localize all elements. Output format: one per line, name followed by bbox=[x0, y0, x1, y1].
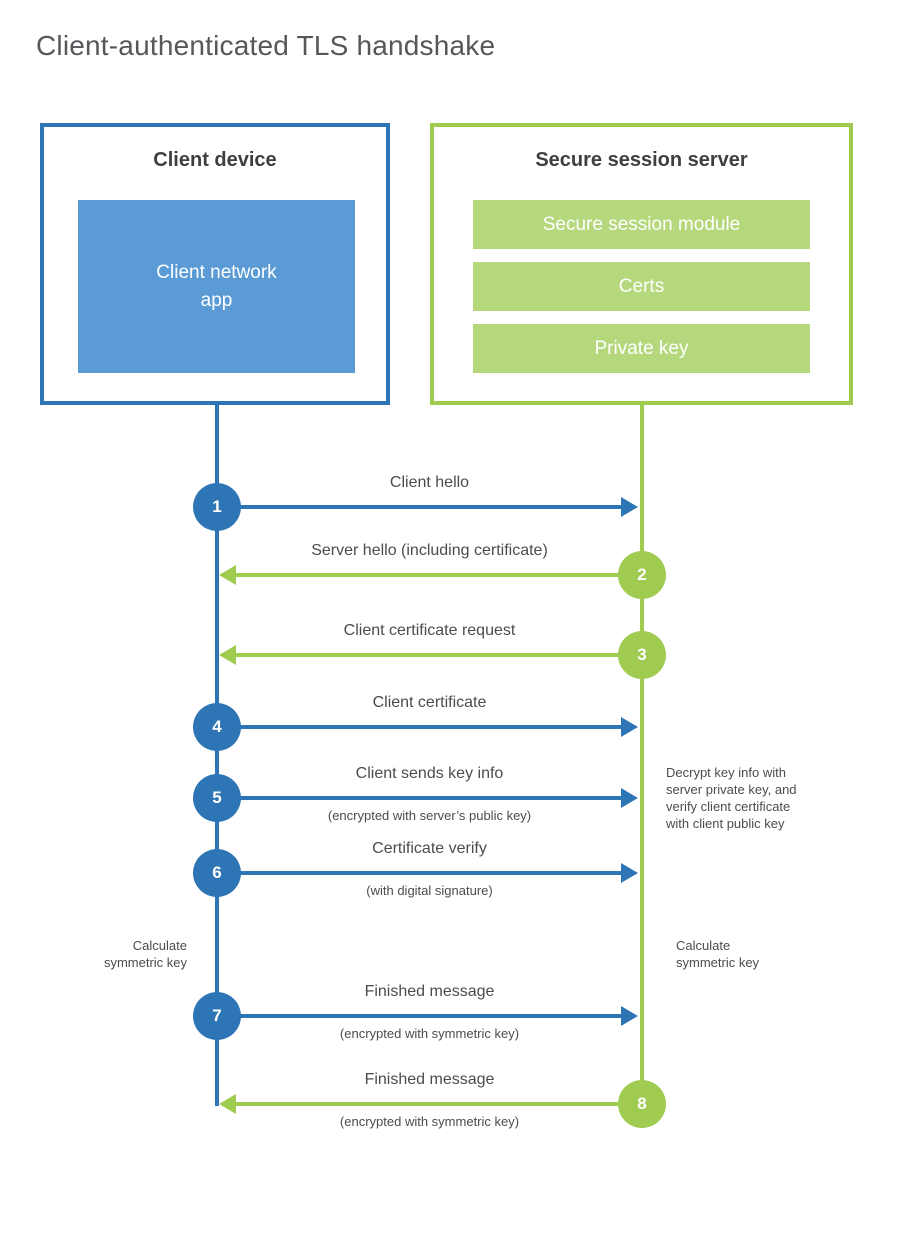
arrowhead-right-icon bbox=[621, 497, 638, 517]
arrowhead-right-icon bbox=[621, 788, 638, 808]
step-label: Client certificate bbox=[372, 694, 487, 711]
note-calculate-symmetric-key-client: Calculate symmetric key bbox=[103, 938, 187, 970]
step-number-badge: 5 bbox=[193, 774, 241, 822]
arrow-server-to-client bbox=[233, 653, 640, 657]
note-decrypt-key-info: Decrypt key info with server private key… bbox=[666, 765, 797, 831]
step-sublabel: (encrypted with symmetric key) bbox=[339, 1026, 520, 1041]
step-label: Client hello bbox=[389, 474, 470, 491]
client-network-app-box: Client network app bbox=[78, 200, 355, 373]
step-sublabel: (encrypted with server’s public key) bbox=[327, 808, 532, 823]
server-module-private-key: Private key bbox=[473, 324, 810, 373]
note-calculate-symmetric-key-server: Calculate symmetric key bbox=[676, 938, 760, 970]
step-number-badge: 3 bbox=[618, 631, 666, 679]
arrow-client-to-server bbox=[217, 1014, 624, 1018]
step-label: Finished message bbox=[364, 983, 495, 1000]
step-sublabel: (encrypted with symmetric key) bbox=[339, 1114, 520, 1129]
arrow-server-to-client bbox=[233, 573, 640, 577]
client-device-box: Client device Client network app bbox=[40, 123, 390, 405]
step-label: Certificate verify bbox=[372, 840, 487, 857]
client-lifeline bbox=[215, 405, 219, 1106]
arrow-client-to-server bbox=[217, 725, 624, 729]
arrow-client-to-server bbox=[217, 796, 624, 800]
step-label: Server hello (including certificate) bbox=[311, 542, 548, 559]
arrowhead-left-icon bbox=[219, 645, 236, 665]
step-number-badge: 6 bbox=[193, 849, 241, 897]
arrowhead-left-icon bbox=[219, 1094, 236, 1114]
page-title: Client-authenticated TLS handshake bbox=[36, 30, 496, 61]
secure-session-server-box: Secure session server Secure session mod… bbox=[430, 123, 853, 405]
step-number-badge: 1 bbox=[193, 483, 241, 531]
secure-session-server-title: Secure session server bbox=[535, 149, 748, 171]
step-label: Client certificate request bbox=[343, 622, 516, 639]
client-device-title: Client device bbox=[153, 149, 277, 171]
arrowhead-right-icon bbox=[621, 863, 638, 883]
step-sublabel: (with digital signature) bbox=[366, 883, 493, 898]
step-number-badge: 7 bbox=[193, 992, 241, 1040]
arrowhead-right-icon bbox=[621, 717, 638, 737]
step-label: Client sends key info bbox=[355, 765, 504, 782]
step-number-badge: 8 bbox=[618, 1080, 666, 1128]
arrowhead-right-icon bbox=[621, 1006, 638, 1026]
arrow-server-to-client bbox=[233, 1102, 640, 1106]
step-label: Finished message bbox=[364, 1071, 495, 1088]
arrow-client-to-server bbox=[217, 505, 624, 509]
server-lifeline bbox=[640, 405, 644, 1128]
server-module-secure-session-module: Secure session module bbox=[473, 200, 810, 249]
step-number-badge: 2 bbox=[618, 551, 666, 599]
step-number-badge: 4 bbox=[193, 703, 241, 751]
arrowhead-left-icon bbox=[219, 565, 236, 585]
server-module-certs: Certs bbox=[473, 262, 810, 311]
arrow-client-to-server bbox=[217, 871, 624, 875]
